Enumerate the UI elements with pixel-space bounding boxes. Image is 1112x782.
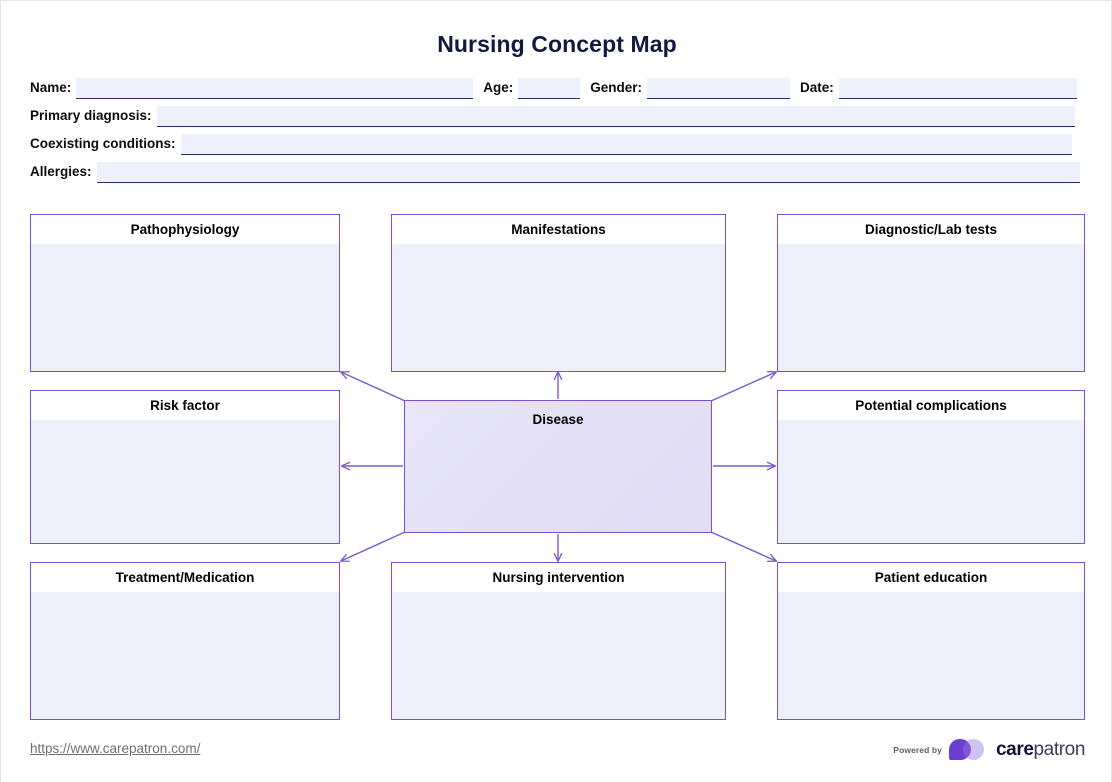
name-label: Name: [30,80,72,95]
gender-label: Gender: [590,80,643,95]
powered-by-label: Powered by [893,744,943,755]
concept-box-nursing-intervention[interactable]: Nursing intervention [391,562,726,720]
primary-diagnosis-label: Primary diagnosis: [30,108,152,123]
page-title: Nursing Concept Map [437,31,677,57]
disease-textarea[interactable] [405,434,711,532]
wordmark-patron: patron [1033,738,1086,760]
concept-box-title: Diagnostic/Lab tests [864,222,998,237]
form-row-identity: Name: Age: Gender: Date: [30,77,1077,99]
logo-blob-light [963,739,985,760]
carepatron-wordmark: carepatron [996,739,1085,761]
pathophysiology-textarea[interactable] [31,244,339,371]
diagnostic-lab-tests-textarea[interactable] [778,244,1084,371]
date-input[interactable] [838,78,1077,99]
wordmark-care: care [996,738,1034,760]
concept-box-title: Pathophysiology [130,222,240,237]
concept-box-title: Treatment/Medication [115,570,255,585]
concept-box-risk-factor[interactable]: Risk factor [30,390,340,544]
coexisting-conditions-label: Coexisting conditions: [30,136,176,151]
concept-box-disease[interactable]: Disease [404,400,712,533]
form-row-allergies: Allergies: [30,161,1080,183]
allergies-label: Allergies: [30,164,92,179]
coexisting-conditions-input[interactable] [180,134,1072,155]
form-row-primary-diagnosis: Primary diagnosis: [30,105,1075,127]
carepatron-brand: Powered by carepatron [893,738,1085,761]
carepatron-url-link[interactable]: https://www.carepatron.com/ [30,741,201,756]
concept-box-manifestations[interactable]: Manifestations [391,214,726,372]
concept-box-pathophysiology[interactable]: Pathophysiology [30,214,340,372]
manifestations-textarea[interactable] [392,244,725,371]
concept-box-title: Potential complications [855,398,1007,413]
risk-factor-textarea[interactable] [31,420,339,543]
name-input[interactable] [76,78,474,99]
gender-input[interactable] [647,78,791,99]
potential-complications-textarea[interactable] [778,420,1084,543]
patient-education-textarea[interactable] [778,592,1084,719]
logo-blob-solid [949,739,972,760]
age-input[interactable] [518,78,581,99]
primary-diagnosis-input[interactable] [156,106,1075,127]
concept-box-title: Disease [532,412,584,427]
concept-box-patient-education[interactable]: Patient education [777,562,1085,720]
concept-box-title: Patient education [874,570,988,585]
age-label: Age: [483,80,514,95]
concept-box-title: Manifestations [511,222,606,237]
concept-box-title: Risk factor [150,398,220,413]
carepatron-logo-icon [949,738,989,761]
concept-box-potential-complications[interactable]: Potential complications [777,390,1085,544]
date-label: Date: [800,80,834,95]
nursing-intervention-textarea[interactable] [392,592,725,719]
concept-box-diagnostic-lab-tests[interactable]: Diagnostic/Lab tests [777,214,1085,372]
treatment-medication-textarea[interactable] [31,592,339,719]
allergies-input[interactable] [96,162,1080,183]
form-row-coexisting-conditions: Coexisting conditions: [30,133,1072,155]
concept-box-title: Nursing intervention [492,570,625,585]
concept-box-treatment-medication[interactable]: Treatment/Medication [30,562,340,720]
